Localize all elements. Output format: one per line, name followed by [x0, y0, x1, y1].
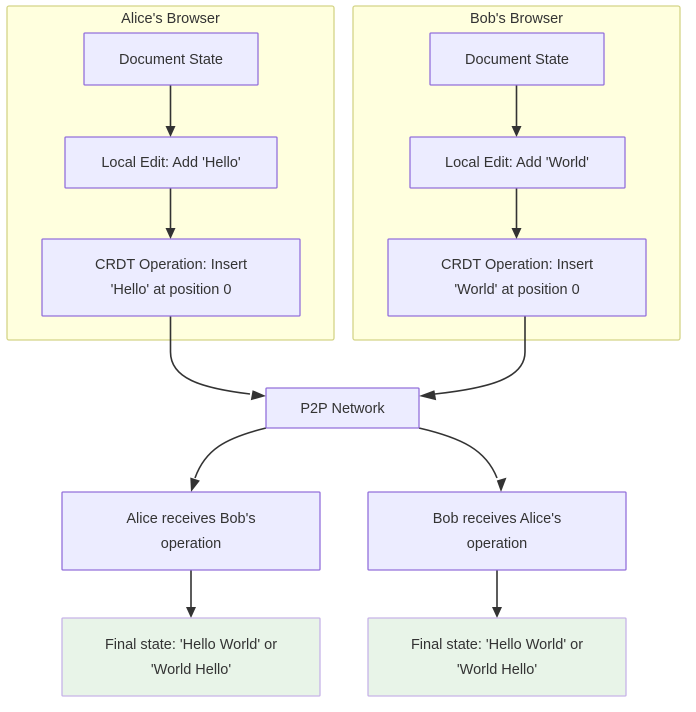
cluster-alice-browser-label: Alice's Browser	[121, 11, 220, 27]
node-bob-document-state-rect[interactable]	[429, 32, 605, 86]
edge-p2p-to-alice-receives	[190, 427, 267, 492]
node-alice-final-state-rect[interactable]	[61, 617, 321, 697]
edge-bob-doc-to-edit	[511, 85, 522, 137]
edge-alice-crdt-to-p2p	[169, 316, 266, 401]
edge-bob-crdt-to-p2p	[419, 316, 526, 401]
node-bob-crdt-operation-label-line2: 'World' at position 0	[454, 282, 579, 298]
node-bob-document-state-label: Document State	[465, 52, 569, 68]
node-bob-local-edit-rect[interactable]	[409, 136, 626, 189]
node-bob-final-state[interactable]: Final state: 'Hello World' or 'World Hel…	[367, 617, 627, 697]
node-alice-final-state-label-line1: Final state: 'Hello World' or	[105, 637, 277, 653]
node-alice-crdt-operation-label-line2: 'Hello' at position 0	[111, 282, 232, 298]
node-bob-final-state-label-line2: 'World Hello'	[457, 662, 537, 678]
node-alice-crdt-operation-label-line1: CRDT Operation: Insert	[95, 257, 247, 273]
node-alice-document-state-label: Document State	[119, 52, 223, 68]
node-alice-local-edit-rect[interactable]	[64, 136, 278, 189]
edge-alice-receives-to-final	[186, 570, 196, 618]
node-alice-local-edit-label: Local Edit: Add 'Hello'	[101, 155, 241, 171]
node-alice-document-state-rect[interactable]	[83, 32, 259, 86]
node-bob-final-state-label-line1: Final state: 'Hello World' or	[411, 637, 583, 653]
node-p2p-network[interactable]: P2P Network	[265, 387, 420, 429]
node-bob-final-state-rect[interactable]	[367, 617, 627, 697]
node-bob-receives-label-line1: Bob receives Alice's	[433, 511, 562, 527]
node-bob-crdt-operation[interactable]: CRDT Operation: Insert 'World' at positi…	[387, 238, 647, 317]
node-alice-document-state[interactable]: Document State	[83, 32, 259, 86]
node-alice-local-edit[interactable]: Local Edit: Add 'Hello'	[64, 136, 278, 189]
node-alice-receives-label-line2: operation	[161, 536, 221, 552]
node-bob-receives-label-line2: operation	[467, 536, 527, 552]
node-alice-receives[interactable]: Alice receives Bob's operation	[61, 491, 321, 571]
node-bob-local-edit-label: Local Edit: Add 'World'	[445, 155, 589, 171]
node-bob-crdt-operation-rect[interactable]	[387, 238, 647, 317]
node-p2p-network-label: P2P Network	[300, 401, 385, 417]
node-alice-final-state[interactable]: Final state: 'Hello World' or 'World Hel…	[61, 617, 321, 697]
edge-bob-edit-to-crdt	[511, 188, 522, 239]
node-alice-crdt-operation-rect[interactable]	[41, 238, 301, 317]
edge-bob-receives-to-final	[492, 570, 502, 618]
node-alice-final-state-label-line2: 'World Hello'	[151, 662, 231, 678]
edge-alice-edit-to-crdt	[165, 188, 176, 239]
cluster-bob-browser-label: Bob's Browser	[470, 11, 563, 27]
node-p2p-network-rect[interactable]	[265, 387, 420, 429]
edge-alice-doc-to-edit	[165, 85, 176, 137]
node-bob-receives-rect[interactable]	[367, 491, 627, 571]
node-alice-receives-rect[interactable]	[61, 491, 321, 571]
node-bob-crdt-operation-label-line1: CRDT Operation: Insert	[441, 257, 593, 273]
node-bob-document-state[interactable]: Document State	[429, 32, 605, 86]
node-alice-crdt-operation[interactable]: CRDT Operation: Insert 'Hello' at positi…	[41, 238, 301, 317]
node-bob-receives[interactable]: Bob receives Alice's operation	[367, 491, 627, 571]
node-alice-receives-label-line1: Alice receives Bob's	[126, 511, 255, 527]
edge-p2p-to-bob-receives	[418, 427, 507, 492]
node-bob-local-edit[interactable]: Local Edit: Add 'World'	[409, 136, 626, 189]
